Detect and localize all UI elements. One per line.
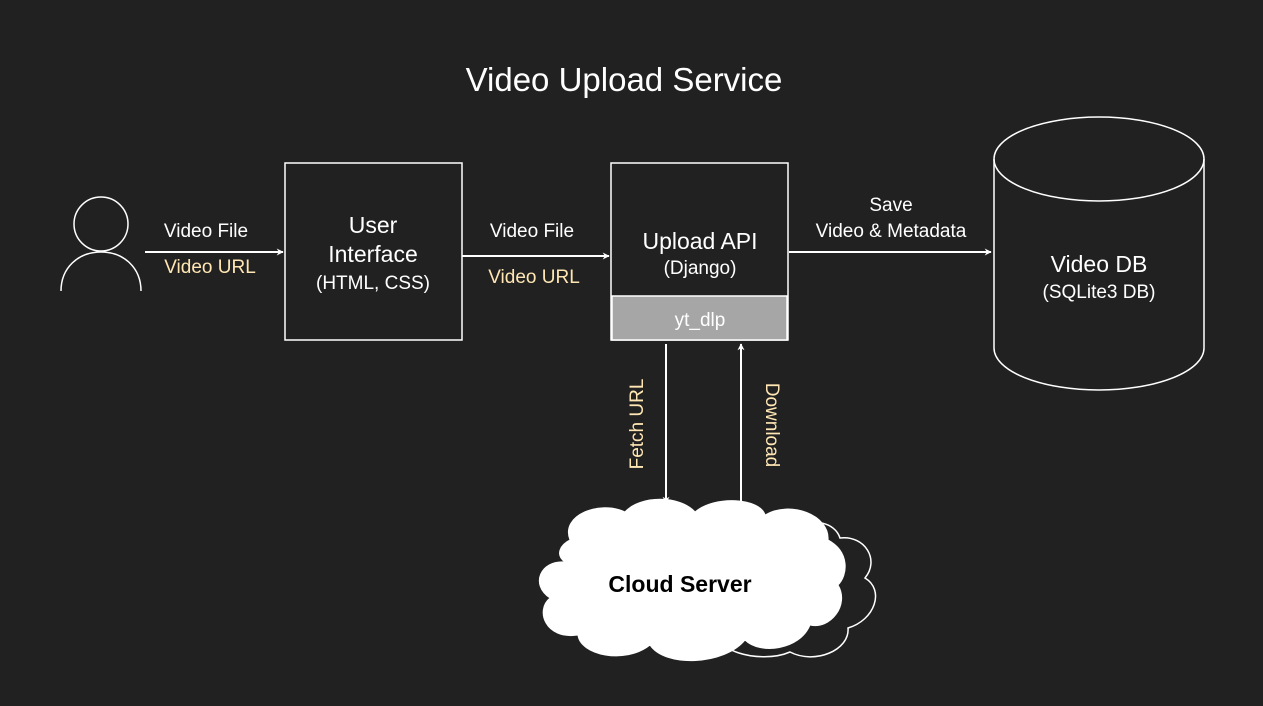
edge-label-fetch-url: Fetch URL: [627, 379, 648, 470]
cloud-icon: [538, 498, 877, 662]
user-interface-subtitle: (HTML, CSS): [316, 273, 430, 294]
yt-dlp-module-box: [611, 295, 788, 341]
user-icon: [60, 196, 142, 292]
diagram-title: Video Upload Service: [466, 61, 783, 98]
upload-api-subtitle: (Django): [664, 258, 737, 279]
edge-label-video-file: Video File: [490, 221, 574, 242]
user-interface-title-line1: User: [349, 212, 398, 238]
edge-label-video-url: Video URL: [164, 257, 256, 278]
video-db-title: Video DB: [1051, 251, 1148, 277]
user-interface-box: [284, 162, 463, 341]
cloud-server-label: Cloud Server: [608, 571, 751, 597]
user-interface-title-line2: Interface: [328, 241, 418, 267]
edge-label-save: Save: [869, 195, 912, 216]
edge-label-video-file: Video File: [164, 221, 248, 242]
video-db-subtitle: (SQLite3 DB): [1043, 282, 1156, 303]
upload-api-title: Upload API: [642, 228, 757, 254]
edge-label-video-metadata: Video & Metadata: [816, 221, 967, 242]
edge-label-download: Download: [761, 383, 782, 468]
yt-dlp-module-label: yt_dlp: [675, 310, 726, 331]
database-cylinder-icon: [993, 116, 1205, 391]
edge-label-video-url: Video URL: [488, 267, 580, 288]
